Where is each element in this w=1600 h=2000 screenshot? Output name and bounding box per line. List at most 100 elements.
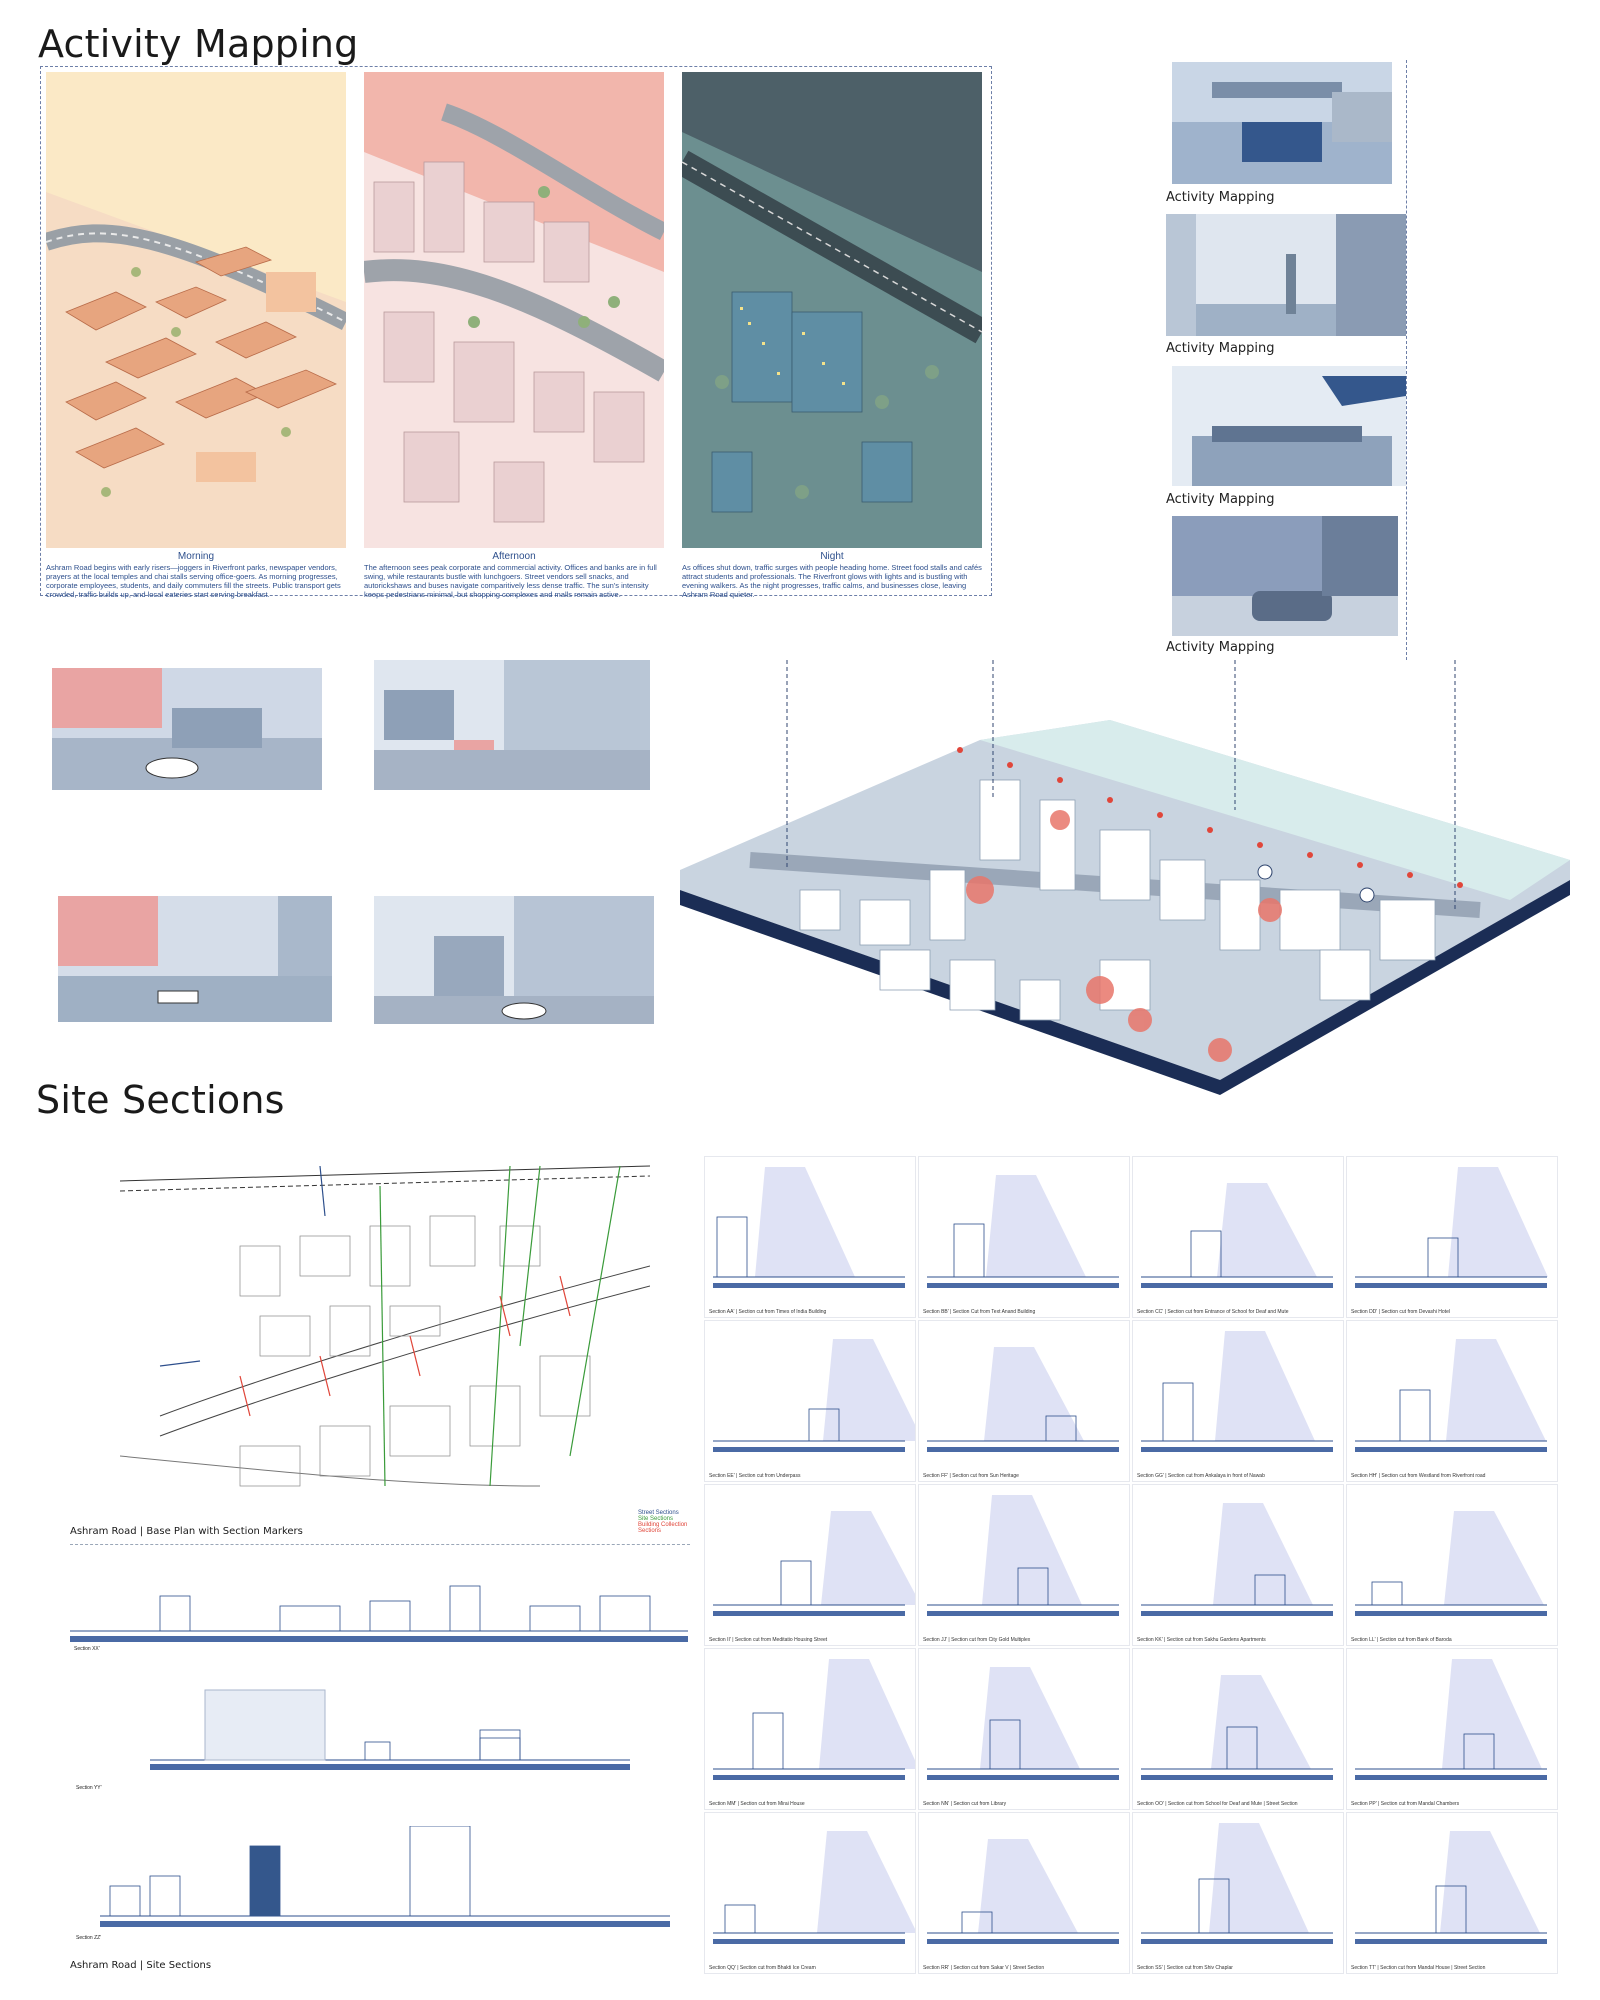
section-sheet-caption: Section AA' | Section cut from Times of … xyxy=(709,1309,827,1315)
afternoon-panel xyxy=(364,72,664,548)
night-title: Night xyxy=(820,551,844,562)
legend-street-sections: Street Sections xyxy=(638,1510,679,1516)
section-sheet: Section NN' | Section cut from Library xyxy=(918,1648,1130,1810)
section-sheet-caption: Section II' | Section cut from Meditatio… xyxy=(709,1637,828,1643)
morning-description: Ashram Road begins with early risers—jog… xyxy=(46,563,341,599)
section-sheet: Section JJ' | Section cut from City Gold… xyxy=(918,1484,1130,1646)
section-sheet: Section OO' | Section cut from School fo… xyxy=(1132,1648,1344,1810)
section-sheet: Section FF' | Section cut from Sun Herit… xyxy=(918,1320,1130,1482)
section-sheet-caption: Section CC' | Section cut from Entrance … xyxy=(1137,1309,1289,1315)
morning-title: Morning xyxy=(177,551,215,562)
section-sheet: Section RR' | Section cut from Sakar V |… xyxy=(918,1812,1130,1974)
section-sheet-caption: Section OO' | Section cut from School fo… xyxy=(1137,1801,1298,1807)
section-sheet: Section PP' | Section cut from Mandal Ch… xyxy=(1346,1648,1558,1810)
activity-thumb-label-2: Activity Mapping xyxy=(1166,341,1275,356)
section-drawing xyxy=(1141,1331,1333,1452)
section-sheet: Section TT' | Section cut from Mandal Ho… xyxy=(1346,1812,1558,1974)
section-sheet: Section AA' | Section cut from Times of … xyxy=(704,1156,916,1318)
section-drawing xyxy=(1355,1339,1547,1452)
section-drawing xyxy=(1355,1831,1547,1944)
section-sheet: Section HH' | Section cut from Westland … xyxy=(1346,1320,1558,1482)
site-sections-caption: Ashram Road | Site Sections xyxy=(70,1960,212,1971)
section-sheet-caption: Section TT' | Section cut from Mandal Ho… xyxy=(1351,1965,1486,1971)
section-sheet-caption: Section NN' | Section cut from Library xyxy=(923,1801,1007,1807)
section-sheet: Section CC' | Section cut from Entrance … xyxy=(1132,1156,1344,1318)
isometric-site-model xyxy=(680,660,1570,1100)
section-drawing xyxy=(713,1339,915,1452)
section-drawing xyxy=(1141,1823,1333,1944)
morning-isometric-illustration xyxy=(46,192,346,548)
section-sheet-caption: Section PP' | Section cut from Mandal Ch… xyxy=(1351,1801,1460,1807)
section-sheet: Section QQ' | Section cut from Bhakti Ic… xyxy=(704,1812,916,1974)
section-drawing xyxy=(927,1175,1119,1288)
section-drawing xyxy=(713,1831,915,1944)
morning-panel xyxy=(46,72,346,548)
activity-thumb-label-3: Activity Mapping xyxy=(1166,492,1275,507)
section-sheet-caption: Section FF' | Section cut from Sun Herit… xyxy=(923,1473,1019,1479)
activity-panels-frame xyxy=(40,66,992,596)
afternoon-title: Afternoon xyxy=(492,551,536,562)
long-section-zz xyxy=(100,1826,670,1936)
section-sheet: Section BB' | Section Cut from Text Anan… xyxy=(918,1156,1130,1318)
activity-thumb-4 xyxy=(1172,516,1398,636)
section-drawing xyxy=(1355,1511,1547,1616)
legend-site-sections: Site Sections xyxy=(638,1516,674,1522)
afternoon-description: The afternoon sees peak corporate and co… xyxy=(364,563,657,599)
activity-heading: Activity Mapping xyxy=(38,22,359,66)
section-drawing xyxy=(713,1167,905,1288)
long-section-yy-label: Section YY' xyxy=(76,1785,102,1791)
long-section-xx-label: Section XX' xyxy=(74,1646,100,1652)
section-sheet: Section II' | Section cut from Meditatio… xyxy=(704,1484,916,1646)
street-sketch-1 xyxy=(52,668,322,790)
section-sheet: Section DD' | Section cut from Devashi H… xyxy=(1346,1156,1558,1318)
section-drawing xyxy=(927,1667,1119,1780)
section-sheet-caption: Section KK' | Section cut from Sakhu Gar… xyxy=(1137,1637,1266,1643)
night-isometric-illustration xyxy=(682,132,982,548)
section-drawing xyxy=(927,1495,1119,1616)
section-sheet: Section GG' | Section cut from Ankalaya … xyxy=(1132,1320,1344,1482)
section-sheet-caption: Section MM' | Section cut from Mirai Hou… xyxy=(709,1801,805,1807)
plan-divider xyxy=(70,1544,690,1545)
thumbnail-column-frame xyxy=(1166,60,1407,660)
section-sheet: Section SS' | Section cut from Shiv Chap… xyxy=(1132,1812,1344,1974)
plan-legend: Street Sections Site Sections Building C… xyxy=(638,1510,710,1534)
section-sheet-caption: Section GG' | Section cut from Ankalaya … xyxy=(1137,1473,1265,1479)
street-sketch-2 xyxy=(374,660,650,790)
section-sheet-caption: Section BB' | Section Cut from Text Anan… xyxy=(923,1309,1036,1315)
legend-building-sections: Building Collection Sections xyxy=(638,1522,688,1534)
section-sheet-caption: Section LL' | Section cut from Bank of B… xyxy=(1351,1637,1452,1643)
street-sketch-4 xyxy=(374,896,654,1024)
section-sheet-caption: Section HH' | Section cut from Westland … xyxy=(1351,1473,1486,1479)
section-sheet: Section MM' | Section cut from Mirai Hou… xyxy=(704,1648,916,1810)
section-sheet-caption: Section JJ' | Section cut from City Gold… xyxy=(923,1637,1031,1643)
section-drawing xyxy=(927,1347,1119,1452)
activity-thumb-label-4: Activity Mapping xyxy=(1166,640,1275,655)
activity-thumb-1 xyxy=(1172,62,1392,184)
section-sheet-caption: Section SS' | Section cut from Shiv Chap… xyxy=(1137,1965,1233,1971)
section-drawing xyxy=(713,1659,915,1780)
section-sheet: Section KK' | Section cut from Sakhu Gar… xyxy=(1132,1484,1344,1646)
long-section-zz-label: Section ZZ' xyxy=(76,1935,102,1941)
section-sheet: Section LL' | Section cut from Bank of B… xyxy=(1346,1484,1558,1646)
long-section-xx xyxy=(70,1576,688,1646)
section-drawing xyxy=(1141,1675,1333,1780)
section-sheet: Section EE' | Section cut from Underpass xyxy=(704,1320,916,1482)
section-drawing xyxy=(713,1511,915,1616)
long-section-yy xyxy=(150,1680,630,1780)
section-drawing xyxy=(1355,1167,1548,1288)
activity-thumb-2 xyxy=(1166,214,1406,336)
activity-thumb-3 xyxy=(1172,366,1406,486)
activity-thumb-label-1: Activity Mapping xyxy=(1166,190,1275,205)
section-sheet-caption: Section EE' | Section cut from Underpass xyxy=(709,1473,801,1479)
base-plan-caption: Ashram Road | Base Plan with Section Mar… xyxy=(70,1526,303,1537)
section-drawing xyxy=(1355,1659,1547,1780)
base-plan-map xyxy=(120,1156,650,1536)
section-drawing xyxy=(1141,1183,1333,1288)
night-description: As offices shut down, traffic surges wit… xyxy=(682,563,982,599)
section-sheet-caption: Section QQ' | Section cut from Bhakti Ic… xyxy=(709,1965,816,1971)
site-sections-heading: Site Sections xyxy=(36,1078,285,1122)
afternoon-isometric-illustration xyxy=(364,103,664,548)
section-drawing xyxy=(1141,1503,1333,1616)
section-sheet-caption: Section DD' | Section cut from Devashi H… xyxy=(1351,1309,1450,1315)
night-panel xyxy=(682,72,982,548)
